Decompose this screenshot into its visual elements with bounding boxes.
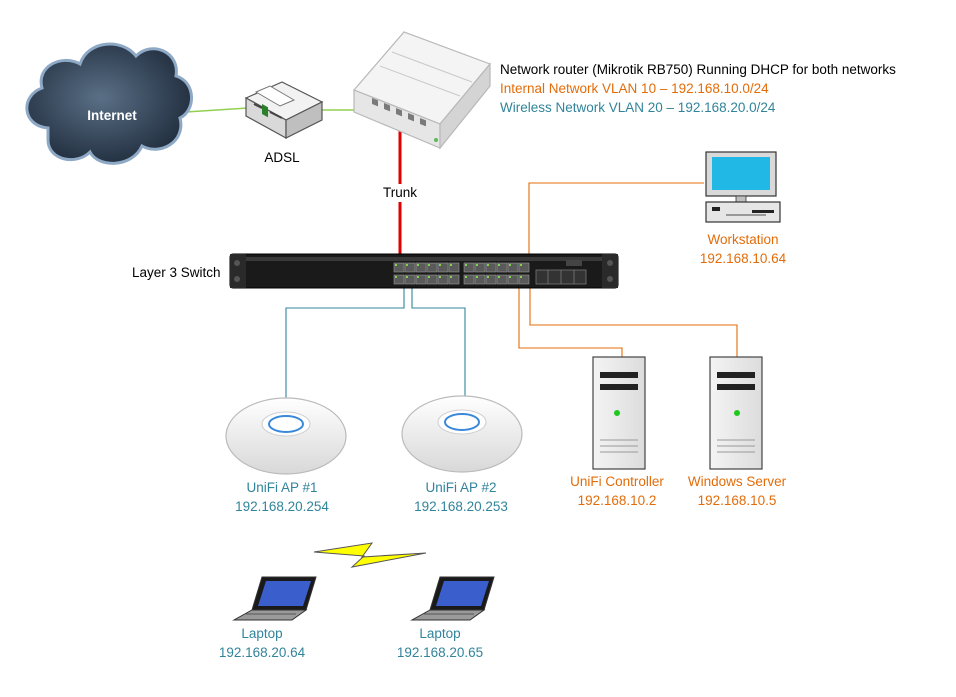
router-vlan20-label: Wireless Network VLAN 20 – 192.168.20.0/… <box>500 100 776 115</box>
ap1-name: UniFi AP #1 <box>246 480 318 495</box>
switch-port <box>415 274 427 285</box>
switch-port-led <box>439 264 441 266</box>
switch-port-led <box>520 264 522 266</box>
switch-port <box>518 274 530 285</box>
router-icon <box>352 31 492 150</box>
switch-port-led <box>498 276 500 278</box>
switch-port <box>507 262 519 273</box>
switch-port-led <box>417 276 419 278</box>
switch-port <box>426 262 438 273</box>
switch-port-led <box>406 264 408 266</box>
laptop1-name: Laptop <box>241 626 283 641</box>
switch-port-led <box>428 264 430 266</box>
layer3-switch-icon <box>229 253 619 289</box>
switch-port <box>485 274 497 285</box>
ap2-ip: 192.168.20.253 <box>414 499 508 514</box>
switch-port-led <box>450 264 452 266</box>
switch-port-led <box>487 264 489 266</box>
switch-port-led <box>465 264 467 266</box>
switch-port <box>518 262 530 273</box>
switch-port <box>496 262 508 273</box>
workstation-name: Workstation <box>707 232 779 247</box>
laptop2-ip: 192.168.20.65 <box>396 645 484 660</box>
switch-port-led <box>498 264 500 266</box>
switch-port-led <box>439 276 441 278</box>
link-controller <box>518 282 623 357</box>
switch-port-led <box>465 276 467 278</box>
switch-port-led <box>509 276 511 278</box>
laptop2-name: Laptop <box>419 626 461 641</box>
switch-port <box>393 274 405 285</box>
switch-port <box>437 274 449 285</box>
controller-ip: 192.168.10.2 <box>577 493 657 508</box>
ap2-name: UniFi AP #2 <box>425 480 497 495</box>
switch-label: Layer 3 Switch <box>132 265 221 280</box>
switch-port <box>463 262 475 273</box>
ap1-ip: 192.168.20.254 <box>235 499 329 514</box>
internet-cloud-icon <box>25 42 193 165</box>
unifi-ap1-icon <box>225 397 347 475</box>
switch-port <box>448 274 460 285</box>
link-server <box>529 282 738 357</box>
wireless-link-bolt-icon <box>313 542 427 568</box>
workstation-ip: 192.168.10.64 <box>699 251 787 266</box>
unifi-controller-server-icon <box>592 356 646 470</box>
switch-port-led <box>476 276 478 278</box>
switch-port-led <box>395 276 397 278</box>
windows-server-icon <box>709 356 763 470</box>
switch-port <box>415 262 427 273</box>
switch-port <box>393 262 405 273</box>
switch-port-led <box>395 264 397 266</box>
switch-port <box>463 274 475 285</box>
trunk-label: Trunk <box>380 184 420 202</box>
switch-port <box>437 262 449 273</box>
switch-port <box>496 274 508 285</box>
server-name: Windows Server <box>687 474 787 489</box>
switch-port-led <box>509 264 511 266</box>
controller-name: UniFi Controller <box>570 474 664 489</box>
adsl-label: ADSL <box>264 150 300 165</box>
switch-port <box>474 262 486 273</box>
switch-port-led <box>520 276 522 278</box>
switch-port <box>404 262 416 273</box>
link-workstation <box>528 182 704 268</box>
internet-label: Internet <box>87 108 137 123</box>
laptop1-icon <box>232 576 317 621</box>
switch-port <box>404 274 416 285</box>
switch-port-led <box>428 276 430 278</box>
switch-port <box>426 274 438 285</box>
router-vlan10-label: Internal Network VLAN 10 – 192.168.10.0/… <box>500 81 769 96</box>
workstation-icon <box>705 151 781 223</box>
adsl-modem-icon <box>244 81 324 140</box>
laptop1-ip: 192.168.20.64 <box>218 645 306 660</box>
switch-port-led <box>450 276 452 278</box>
router-title: Network router (Mikrotik RB750) Running … <box>500 62 896 77</box>
switch-port <box>474 274 486 285</box>
switch-port <box>448 262 460 273</box>
switch-port-led <box>487 276 489 278</box>
switch-ports <box>393 262 530 285</box>
laptop2-icon <box>410 576 495 621</box>
server-ip: 192.168.10.5 <box>697 493 777 508</box>
unifi-ap2-icon <box>401 395 523 473</box>
switch-port <box>485 262 497 273</box>
wan-link-internet-adsl <box>185 107 249 113</box>
link-ap1 <box>285 282 405 398</box>
switch-port-led <box>476 264 478 266</box>
switch-port-led <box>406 276 408 278</box>
link-ap2 <box>411 282 466 398</box>
switch-port <box>507 274 519 285</box>
switch-port-led <box>417 264 419 266</box>
